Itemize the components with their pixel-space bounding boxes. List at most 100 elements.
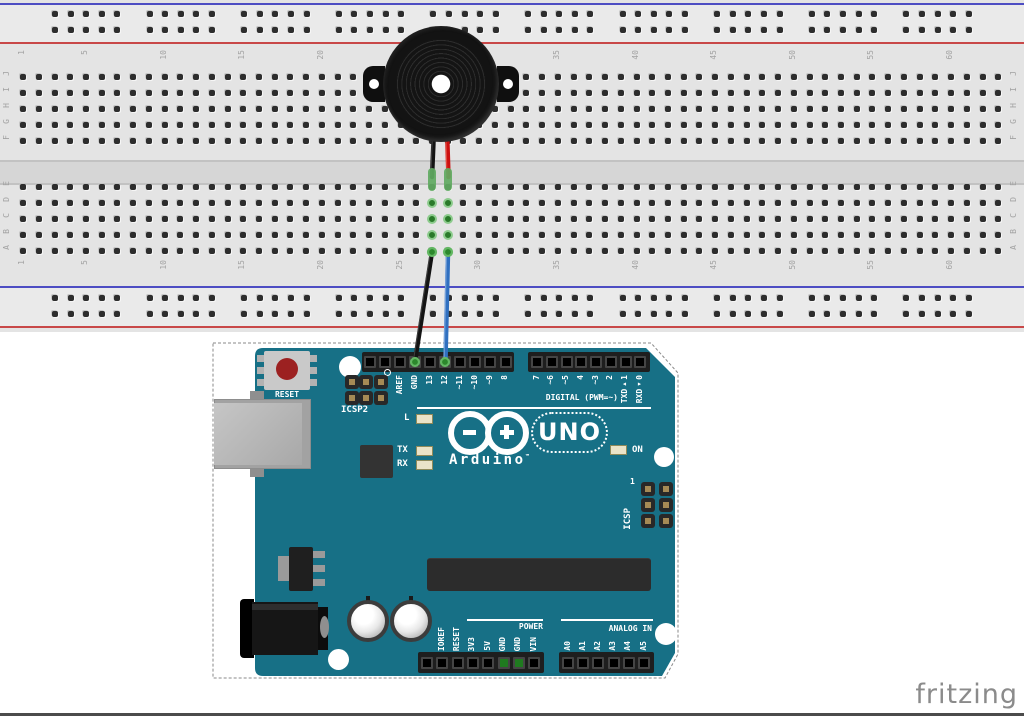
breadboard-hole[interactable] (460, 248, 467, 254)
breadboard-hole[interactable] (727, 248, 734, 254)
breadboard-hole[interactable] (775, 74, 781, 80)
icsp-pin[interactable] (641, 482, 655, 496)
breadboard-hole[interactable] (491, 138, 498, 144)
breadboard-hole[interactable] (979, 200, 986, 206)
breadboard-rail-hole[interactable] (619, 27, 626, 33)
icsp-pin[interactable] (641, 514, 655, 528)
icsp-pin[interactable] (641, 498, 655, 512)
breadboard-hole[interactable] (869, 216, 876, 222)
breadboard-hole[interactable] (617, 200, 624, 206)
breadboard-hole[interactable] (130, 106, 137, 112)
breadboard-rail-hole[interactable] (840, 27, 846, 33)
breadboard-hole[interactable] (240, 122, 247, 128)
breadboard-hole[interactable] (35, 74, 42, 80)
breadboard-hole[interactable] (271, 138, 278, 144)
breadboard-hole[interactable] (806, 138, 813, 144)
breadboard-hole[interactable] (523, 122, 530, 128)
breadboard-hole[interactable] (177, 184, 184, 190)
breadboard-hole[interactable] (539, 74, 546, 80)
breadboard-hole[interactable] (334, 90, 341, 96)
breadboard-rail-hole[interactable] (950, 311, 957, 317)
breadboard-hole[interactable] (193, 74, 199, 80)
breadboard-hole[interactable] (177, 74, 184, 80)
breadboard-hole[interactable] (350, 106, 357, 112)
breadboard-rail-hole[interactable] (335, 27, 342, 33)
breadboard-hole[interactable] (727, 232, 734, 238)
breadboard-hole[interactable] (900, 184, 907, 190)
breadboard-hole[interactable] (145, 90, 152, 96)
breadboard-hole[interactable] (649, 90, 656, 96)
breadboard-hole[interactable] (570, 248, 577, 254)
breadboard-hole[interactable] (664, 90, 671, 96)
breadboard-hole[interactable] (303, 90, 310, 96)
breadboard-hole[interactable] (51, 106, 58, 112)
breadboard-hole[interactable] (649, 138, 656, 144)
breadboard-hole[interactable] (35, 232, 42, 238)
breadboard-hole[interactable] (790, 74, 797, 80)
breadboard-rail-hole[interactable] (682, 27, 688, 33)
breadboard-rail-hole[interactable] (587, 295, 594, 301)
breadboard-hole[interactable] (161, 122, 168, 128)
breadboard-hole[interactable] (240, 74, 247, 80)
breadboard-rail-hole[interactable] (934, 27, 941, 33)
breadboard-hole[interactable] (885, 232, 892, 238)
breadboard-hole[interactable] (664, 106, 671, 112)
breadboard-rail-hole[interactable] (367, 11, 373, 17)
breadboard-hole[interactable] (35, 90, 42, 96)
breadboard-hole[interactable] (838, 216, 844, 222)
breadboard-hole[interactable] (114, 90, 121, 96)
breadboard-hole[interactable] (523, 184, 530, 190)
breadboard-rail-hole[interactable] (556, 27, 563, 33)
breadboard-hole[interactable] (838, 90, 844, 96)
breadboard-hole[interactable] (727, 74, 734, 80)
breadboard-rail-hole[interactable] (587, 311, 594, 317)
breadboard-hole[interactable] (885, 74, 892, 80)
breadboard-hole[interactable] (256, 184, 262, 190)
breadboard-rail-hole[interactable] (67, 295, 74, 301)
breadboard-hole[interactable] (413, 138, 420, 144)
breadboard-hole[interactable] (759, 138, 766, 144)
breadboard-rail-hole[interactable] (635, 295, 642, 301)
breadboard-hole[interactable] (853, 122, 860, 128)
arduino-pin[interactable] (469, 356, 482, 368)
breadboard-hole[interactable] (303, 248, 310, 254)
breadboard-hole[interactable] (633, 90, 640, 96)
breadboard-hole[interactable] (318, 184, 325, 190)
breadboard-hole[interactable] (507, 138, 514, 144)
breadboard-hole[interactable] (759, 184, 766, 190)
breadboard-hole[interactable] (680, 216, 687, 222)
breadboard-rail-hole[interactable] (209, 27, 215, 33)
breadboard-hole[interactable] (932, 184, 939, 190)
breadboard-hole[interactable] (759, 90, 766, 96)
breadboard-hole[interactable] (539, 200, 546, 206)
breadboard-rail-hole[interactable] (556, 311, 563, 317)
breadboard-hole[interactable] (193, 184, 199, 190)
breadboard-rail-hole[interactable] (177, 311, 184, 317)
icsp-pin[interactable] (659, 482, 673, 496)
arduino-pin[interactable] (531, 356, 543, 368)
arduino-pin[interactable] (497, 657, 510, 669)
breadboard-hole[interactable] (649, 184, 656, 190)
breadboard-rail-hole[interactable] (177, 27, 184, 33)
breadboard-hole[interactable] (208, 232, 215, 238)
breadboard-hole[interactable] (869, 184, 876, 190)
breadboard-hole[interactable] (208, 184, 215, 190)
breadboard-hole[interactable] (240, 90, 247, 96)
breadboard-hole[interactable] (114, 248, 121, 254)
breadboard-rail-hole[interactable] (761, 11, 767, 17)
breadboard-hole[interactable] (130, 248, 137, 254)
breadboard-hole[interactable] (586, 216, 593, 222)
breadboard-hole[interactable] (397, 184, 404, 190)
breadboard-hole[interactable] (570, 106, 577, 112)
breadboard-hole[interactable] (271, 216, 278, 222)
breadboard-hole[interactable] (869, 74, 876, 80)
breadboard-rail-hole[interactable] (855, 311, 862, 317)
breadboard-rail-hole[interactable] (729, 27, 736, 33)
breadboard-hole[interactable] (539, 106, 546, 112)
breadboard-hole[interactable] (98, 138, 105, 144)
breadboard-hole[interactable] (161, 106, 168, 112)
breadboard-rail-hole[interactable] (461, 295, 468, 301)
breadboard-hole[interactable] (523, 106, 530, 112)
breadboard-hole[interactable] (114, 122, 121, 128)
breadboard-hole[interactable] (696, 232, 703, 238)
